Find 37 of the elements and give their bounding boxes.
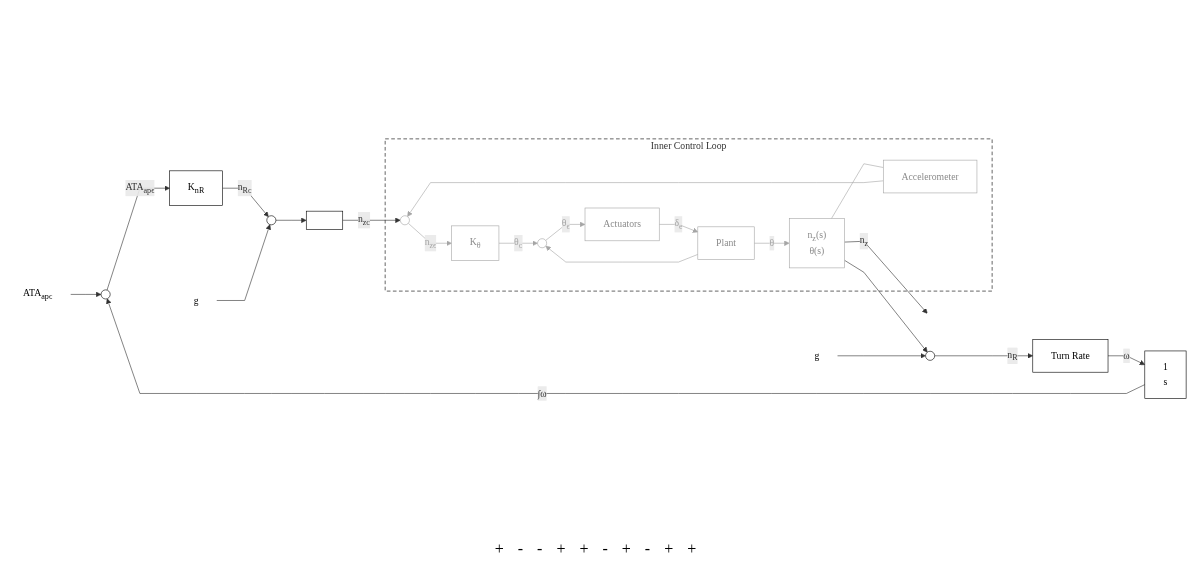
node-circle (400, 215, 410, 226)
node-text: g (814, 350, 820, 361)
edge-label: n$_{z}$ (859, 235, 869, 248)
node-text: g (193, 295, 199, 306)
node-box: Actuators (584, 207, 660, 242)
node-circle (537, 238, 547, 249)
edge-label: n$_{Rc}$ (237, 181, 252, 195)
sign-label: + (494, 540, 504, 558)
sign-label: - (537, 540, 543, 558)
sign-label: + (687, 540, 697, 558)
edge-label: ∫ω (537, 388, 547, 399)
edge-label: n$_{R}$ (1007, 349, 1018, 363)
sign-label: + (621, 540, 631, 558)
sign-label: + (556, 540, 566, 558)
edge-label: ATA$_{apϵ}$ (125, 181, 155, 195)
sign-label: - (517, 540, 524, 558)
node-box: K$_{θ}$ (451, 225, 500, 262)
node-box: Plant (697, 226, 755, 261)
sign-label: + (579, 540, 589, 558)
edge-label: ω (1123, 350, 1130, 361)
connector (831, 163, 884, 220)
node-circle (100, 289, 111, 300)
edge-label: n$_{zϵ}$ (424, 236, 437, 250)
node-box: 1 s (1144, 350, 1187, 399)
node-box: Accelerometer (883, 160, 978, 194)
node-text: ATA$_{apc}$ (23, 288, 53, 302)
node-box: Turn Rate (1032, 339, 1109, 373)
edge-label: θ (769, 237, 775, 249)
node-box: n$_{z}$(s) θ(s) (788, 218, 845, 269)
node-box: K$_{nR}$ (169, 170, 223, 207)
node-circle (266, 215, 277, 226)
node-circle (925, 351, 935, 361)
node-box (305, 211, 344, 230)
sign-label: + (664, 540, 674, 558)
sign-label: - (602, 540, 608, 558)
edge-label: n$_{zc}$ (357, 214, 370, 227)
sign-label: - (644, 540, 651, 558)
